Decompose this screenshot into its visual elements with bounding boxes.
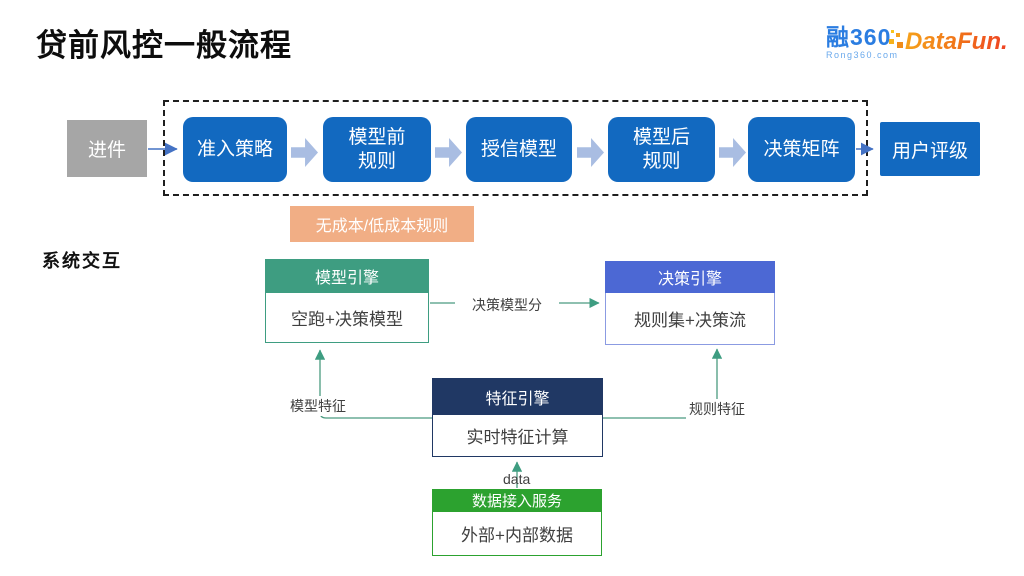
rong360-domain-text: Rong360.com: [826, 50, 899, 60]
rong360-logo: 融360 Rong360.com: [826, 26, 899, 60]
edge-label-decision-model-score: 决策模型分: [455, 295, 559, 315]
engine-decision-header: 决策引擎: [605, 261, 775, 293]
section-label-system-interaction: 系统交互: [42, 251, 122, 271]
flow-box-user-rating: 用户评级: [880, 122, 980, 176]
engine-model-body: 空跑+决策模型: [265, 293, 429, 343]
engine-box-feature: 特征引擎 实时特征计算: [432, 378, 603, 457]
edge-label-model-features: 模型特征: [287, 396, 349, 416]
edge-label-rule-features: 规则特征: [686, 399, 748, 419]
note-low-cost-rules: 无成本/低成本规则: [290, 206, 474, 242]
engine-feature-body: 实时特征计算: [432, 415, 603, 457]
flow-step-admission-policy: 准入策略: [183, 117, 287, 182]
flow-step-decision-matrix: 决策矩阵: [748, 117, 855, 182]
engine-data-body: 外部+内部数据: [432, 512, 602, 556]
rong360-logo-text: 融360: [826, 24, 892, 50]
engine-box-decision: 决策引擎 规则集+决策流: [605, 261, 775, 345]
engine-box-model: 模型引擎 空跑+决策模型: [265, 259, 429, 343]
edge-label-data: data: [503, 471, 531, 487]
engine-feature-header: 特征引擎: [432, 378, 603, 415]
engine-data-header: 数据接入服务: [432, 489, 602, 512]
engine-box-data-service: 数据接入服务 外部+内部数据: [432, 489, 602, 556]
datafun-mosaic-icon: [889, 30, 905, 50]
flow-step-pre-model-rules: 模型前 规则: [323, 117, 431, 182]
engine-model-header: 模型引擎: [265, 259, 429, 293]
flow-step-credit-model: 授信模型: [466, 117, 572, 182]
flow-step-post-model-rules: 模型后 规则: [608, 117, 715, 182]
datafun-logo: DataFun.: [889, 28, 1008, 56]
page-title: 贷前风控一般流程: [36, 28, 292, 63]
flow-box-entry: 进件: [67, 120, 147, 177]
datafun-logo-text: DataFun.: [905, 28, 1008, 55]
engine-decision-body: 规则集+决策流: [605, 293, 775, 345]
